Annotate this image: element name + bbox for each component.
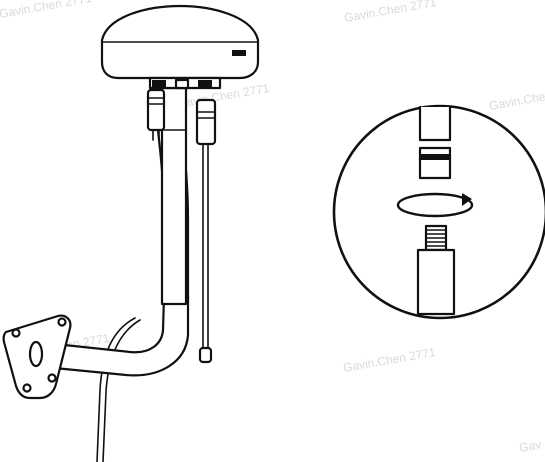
antenna-mast-tube — [160, 86, 188, 306]
watermark-top-left: Gavin.Chen 2771 — [0, 0, 93, 21]
plate-hole-bottom-right — [47, 373, 57, 383]
detail-circle — [332, 104, 545, 320]
detail-upper-nut-band — [420, 154, 450, 160]
left-connector — [146, 88, 166, 141]
watermark-right-upper: Gavin.Chen 2771 — [488, 83, 545, 113]
watermark-bottom-right: Gav — [518, 437, 542, 455]
rotate-clockwise-arrow-icon — [396, 192, 474, 218]
detail-threaded-connector — [424, 224, 448, 252]
dome-connector-center — [174, 78, 190, 90]
plate-hole-bottom-left — [22, 383, 32, 393]
dome-connector-left — [152, 80, 166, 88]
whip-antenna — [195, 98, 217, 364]
detail-upper-nut — [418, 146, 452, 180]
detail-upper-tube — [418, 105, 452, 142]
watermark-top-right: Gavin.Chen 2771 — [343, 0, 438, 25]
bracket-horizontal-pipe — [32, 294, 190, 377]
bracket-pipe-end — [28, 340, 44, 368]
antenna-dome — [100, 4, 260, 90]
plate-hole-top-left — [11, 328, 21, 338]
connection-detail-callout — [332, 104, 545, 320]
wall-mount-bracket — [2, 128, 190, 400]
watermark-right-mid: Gavin.Chen 2771 — [342, 345, 437, 375]
dome-connector-right — [198, 80, 212, 88]
plate-hole-top-right — [57, 317, 67, 327]
dome-label-mark — [232, 50, 246, 56]
detail-lower-tube — [416, 248, 456, 316]
